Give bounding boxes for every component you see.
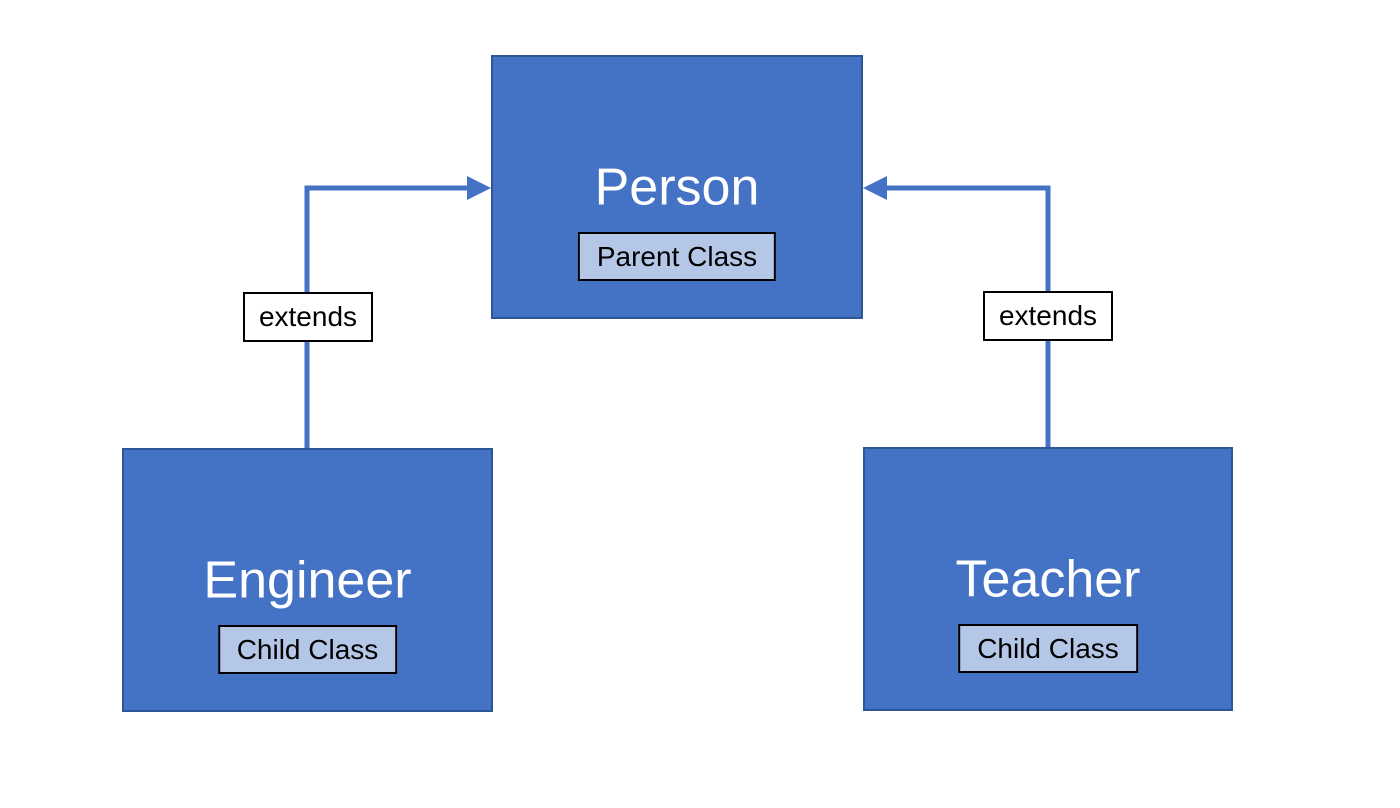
connector-teacher-to-person — [863, 176, 1051, 447]
engineer-node-badge: Child Class — [217, 625, 398, 674]
extends-label-right: extends — [983, 291, 1113, 341]
engineer-node: Engineer Child Class — [122, 448, 493, 712]
teacher-node-badge: Child Class — [958, 624, 1138, 673]
person-node-title: Person — [594, 158, 760, 217]
teacher-node-title: Teacher — [955, 550, 1141, 609]
arrowhead-right-connector — [863, 176, 887, 200]
person-node-badge: Parent Class — [577, 232, 777, 281]
person-node: Person Parent Class — [491, 55, 863, 319]
engineer-node-title: Engineer — [203, 551, 412, 610]
arrowhead-left-connector — [467, 176, 491, 200]
connector-engineer-to-person — [304, 176, 491, 448]
teacher-node: Teacher Child Class — [863, 447, 1233, 711]
extends-label-left: extends — [243, 292, 373, 342]
